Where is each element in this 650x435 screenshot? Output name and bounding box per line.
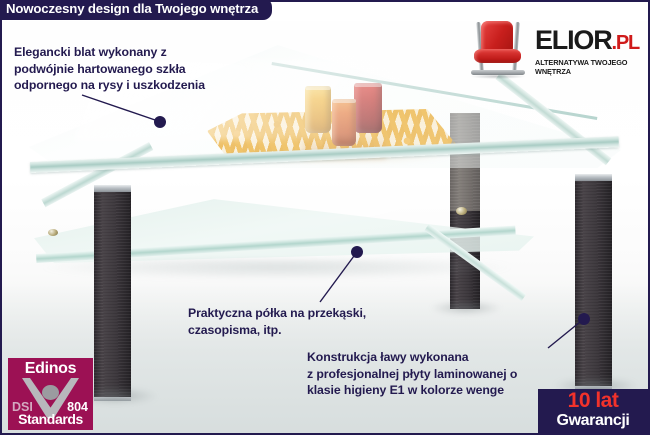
edinos-code-prefix: DSI <box>12 400 33 414</box>
callout-text-legs: Konstrukcja ławy wykonana z profesjonaln… <box>307 350 518 397</box>
product-photo-scene <box>2 21 648 433</box>
leg-chrome-cap <box>575 174 612 181</box>
leg-chrome-cap <box>94 185 131 192</box>
shelf-fastener-right <box>456 207 467 215</box>
edinos-standards-badge: Edinos DSI 804 Standards <box>8 358 93 430</box>
table-leg-front-right <box>575 174 612 390</box>
brand-name-line: ELIOR.PL <box>535 26 645 57</box>
table-leg-front-left <box>94 185 131 401</box>
red-chair-icon <box>467 20 529 79</box>
warranty-label: Gwarancji <box>556 412 630 429</box>
chair-shadow <box>470 74 526 79</box>
brand-name: ELIOR <box>535 25 613 55</box>
leg-foot <box>575 386 612 390</box>
front-left-leg-shadow <box>72 387 158 405</box>
leg-foot <box>94 397 131 401</box>
callout-text-tabletop: Elegancki blat wykonany z podwójnie hart… <box>14 45 205 92</box>
chair-backrest <box>481 21 513 51</box>
brand-tagline: ALTERNATYWA TWOJEGO WNĘTRZA <box>535 58 628 76</box>
callout-text-shelf: Praktyczna półka na przekąski, czasopism… <box>188 306 367 337</box>
brand-logo: ELIOR.PL ALTERNATYWA TWOJEGO WNĘTRZA <box>463 20 645 82</box>
warranty-years: 10 lat <box>567 389 619 412</box>
rear-leg-shadow <box>430 301 502 315</box>
edinos-title: Edinos <box>24 360 77 377</box>
edinos-circle-icon <box>42 385 59 400</box>
warranty-badge: 10 lat Gwarancji <box>538 389 648 433</box>
shelf-fastener-left <box>48 229 58 236</box>
shelf-shadow <box>42 259 512 279</box>
header-banner: Nowoczesny design dla Twojego wnętrza <box>0 0 273 20</box>
brand-wordmark: ELIOR.PL ALTERNATYWA TWOJEGO WNĘTRZA <box>535 26 645 76</box>
edinos-code-number: 804 <box>67 400 88 414</box>
brand-domain: .PL <box>611 32 641 54</box>
chair-frame-right <box>512 21 520 73</box>
chair-seat <box>474 49 521 63</box>
edinos-standards-label: Standards <box>18 411 83 427</box>
chair-base <box>471 70 525 75</box>
